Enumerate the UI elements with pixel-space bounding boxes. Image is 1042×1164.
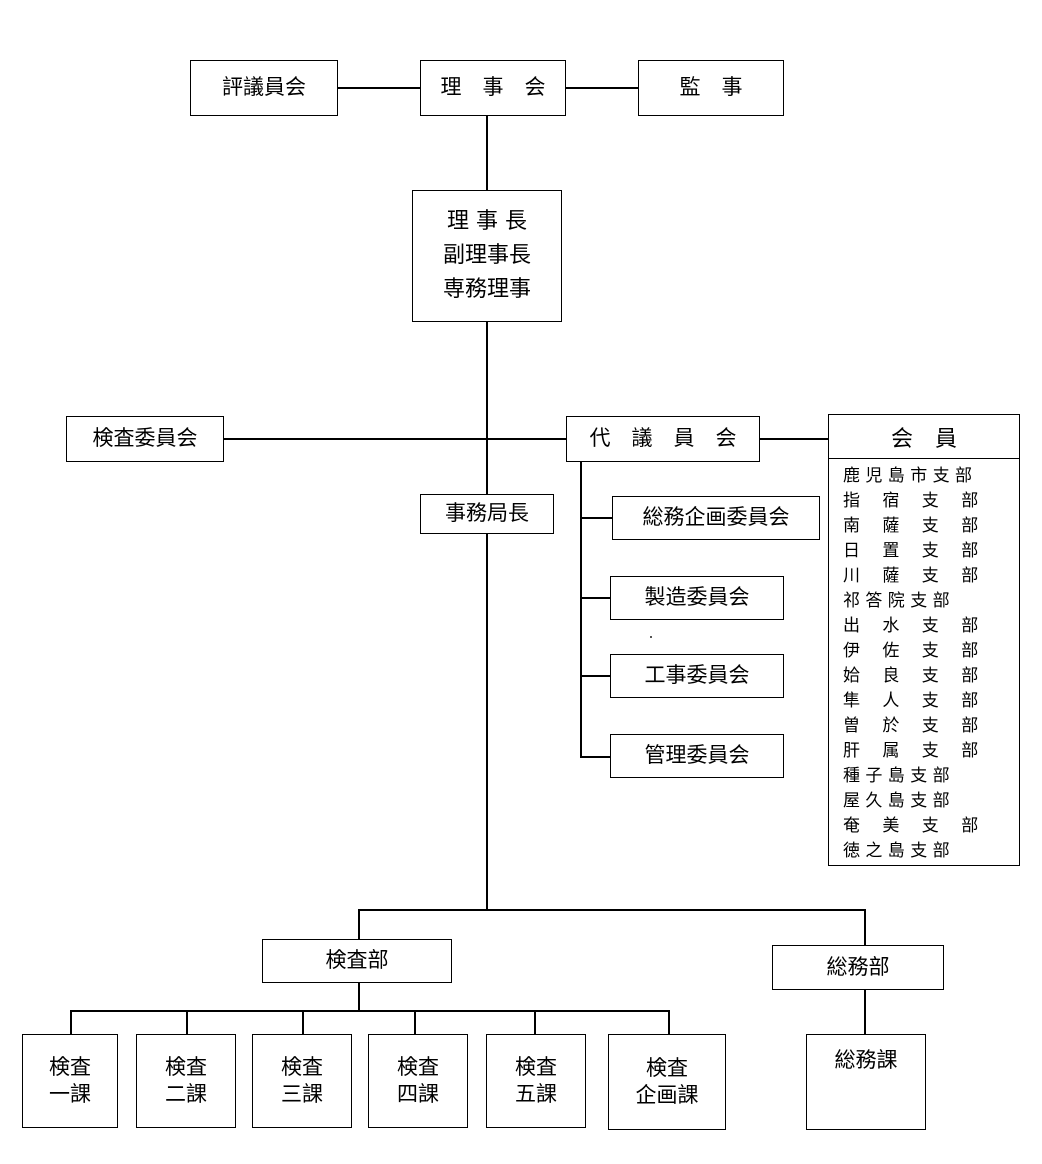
connector-line bbox=[486, 322, 488, 497]
committee-label: 製造委員会 bbox=[644, 585, 750, 610]
rijikai-box: 理 事 会 bbox=[420, 60, 566, 116]
section-box: 検査 四課 bbox=[368, 1034, 468, 1128]
executives-box: 理 事 長 副理事長 専務理事 bbox=[412, 190, 562, 322]
kensabu-box: 検査部 bbox=[262, 939, 452, 983]
connector-line bbox=[580, 597, 610, 599]
section-box: 検査 一課 bbox=[22, 1034, 118, 1128]
kanji-box: 監 事 bbox=[638, 60, 784, 116]
branch-item: 屋 久 島 支 部 bbox=[843, 791, 950, 811]
branch-item: 伊 佐 支 部 bbox=[843, 641, 979, 661]
branch-item: 種 子 島 支 部 bbox=[843, 766, 950, 786]
connector-line bbox=[70, 1010, 72, 1034]
section-line: 二課 bbox=[165, 1082, 207, 1106]
connector-line bbox=[668, 1010, 670, 1034]
connector-line bbox=[864, 909, 866, 945]
connector-line bbox=[224, 438, 566, 440]
jimukyokucho-label: 事務局長 bbox=[445, 501, 529, 526]
branch-item: 川 薩 支 部 bbox=[843, 566, 979, 586]
connector-line bbox=[566, 87, 638, 89]
connector-line bbox=[760, 438, 828, 440]
executive-title: 専務理事 bbox=[442, 277, 531, 303]
section-line: 五課 bbox=[515, 1082, 557, 1106]
branch-item: 姶 良 支 部 bbox=[843, 666, 979, 686]
committee-box: 工事委員会 bbox=[610, 654, 784, 698]
section-line: 検査 bbox=[646, 1055, 688, 1080]
rijikai-label: 理 事 会 bbox=[440, 75, 546, 100]
connector-line bbox=[486, 116, 488, 190]
connector-line bbox=[486, 534, 488, 910]
branch-item: 曽 於 支 部 bbox=[843, 716, 979, 736]
jimukyokucho-box: 事務局長 bbox=[420, 494, 554, 534]
connector-line bbox=[534, 1010, 536, 1034]
section-line: 検査 bbox=[165, 1054, 207, 1079]
branch-item: 出 水 支 部 bbox=[843, 616, 979, 636]
daigiinkai-box: 代 議 員 会 bbox=[566, 416, 760, 462]
connector-line bbox=[580, 756, 610, 758]
section-box: 検査 五課 bbox=[486, 1034, 586, 1128]
section-box: 検査 二課 bbox=[136, 1034, 236, 1128]
branch-item: 肝 属 支 部 bbox=[843, 741, 979, 761]
somuka-box: 総務課 bbox=[806, 1034, 926, 1130]
section-line: 企画課 bbox=[635, 1083, 699, 1107]
executive-title: 副理事長 bbox=[442, 242, 531, 268]
connector-line bbox=[302, 1010, 304, 1034]
connector-line bbox=[70, 1010, 670, 1012]
kensabu-label: 検査部 bbox=[325, 948, 389, 973]
branch-item: 鹿 児 島 市 支 部 bbox=[843, 466, 973, 486]
connector-line bbox=[358, 909, 360, 939]
section-box: 検査 三課 bbox=[252, 1034, 352, 1128]
section-line: 四課 bbox=[397, 1082, 439, 1106]
connector-line bbox=[338, 87, 420, 89]
section-line: 検査 bbox=[397, 1054, 439, 1079]
connector-line bbox=[580, 462, 582, 758]
committee-box: 製造委員会 bbox=[610, 576, 784, 620]
somubu-box: 総務部 bbox=[772, 945, 944, 990]
section-line: 検査 bbox=[281, 1054, 323, 1079]
kensa-iinkai-label: 検査委員会 bbox=[92, 426, 198, 451]
branch-item: 祁 答 院 支 部 bbox=[843, 591, 950, 611]
members-title: 会 員 bbox=[829, 415, 1019, 459]
daigiinkai-label: 代 議 員 会 bbox=[589, 426, 737, 451]
somubu-label: 総務部 bbox=[826, 954, 890, 979]
branch-item: 南 薩 支 部 bbox=[843, 516, 979, 536]
kanji-label: 監 事 bbox=[679, 75, 743, 100]
section-box: 検査 企画課 bbox=[608, 1034, 726, 1130]
branch-item: 指 宿 支 部 bbox=[843, 491, 979, 511]
connector-line bbox=[186, 1010, 188, 1034]
section-line: 検査 bbox=[49, 1054, 91, 1079]
section-line: 三課 bbox=[281, 1082, 323, 1106]
branch-item: 日 置 支 部 bbox=[843, 541, 979, 561]
hyogiinkai-box: 評議員会 bbox=[190, 60, 338, 116]
branch-item: 徳 之 島 支 部 bbox=[843, 841, 950, 861]
connector-line bbox=[580, 675, 610, 677]
hyogiinkai-label: 評議員会 bbox=[222, 75, 306, 100]
connector-line bbox=[358, 909, 866, 911]
section-line: 一課 bbox=[49, 1082, 91, 1106]
executive-title: 理 事 長 bbox=[447, 208, 527, 234]
connector-line bbox=[580, 517, 612, 519]
members-box: 会 員 鹿 児 島 市 支 部 指 宿 支 部 南 薩 支 部 日 置 支 部 … bbox=[828, 414, 1020, 866]
connector-line bbox=[864, 990, 866, 1034]
committee-label: 工事委員会 bbox=[644, 663, 750, 688]
speck-mark bbox=[650, 636, 652, 638]
committee-box: 管理委員会 bbox=[610, 734, 784, 778]
committee-label: 総務企画委員会 bbox=[642, 505, 790, 530]
connector-line bbox=[414, 1010, 416, 1034]
section-line: 検査 bbox=[515, 1054, 557, 1079]
connector-line bbox=[358, 983, 360, 1011]
kensa-iinkai-box: 検査委員会 bbox=[66, 416, 224, 462]
committee-box: 総務企画委員会 bbox=[612, 496, 820, 540]
branch-item: 隼 人 支 部 bbox=[843, 691, 979, 711]
somuka-label: 総務課 bbox=[834, 1048, 898, 1072]
branch-item: 奄 美 支 部 bbox=[843, 816, 979, 836]
committee-label: 管理委員会 bbox=[644, 743, 750, 768]
